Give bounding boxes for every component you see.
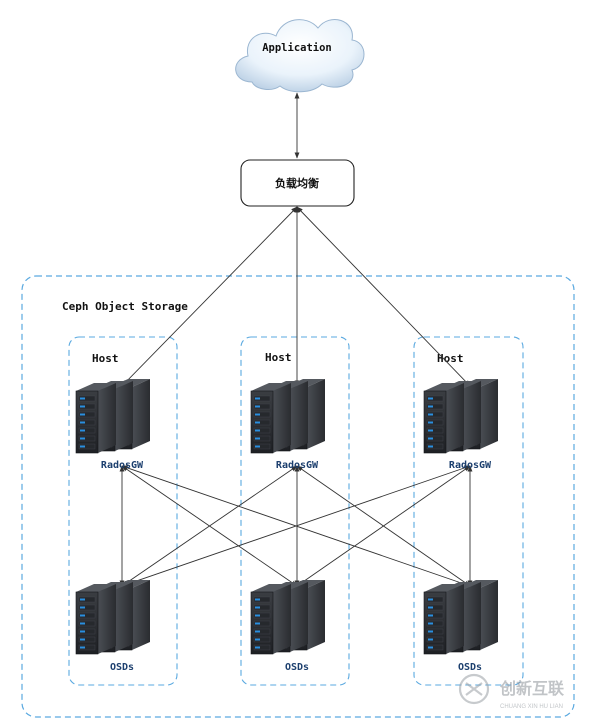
gw3-osd2 [296, 465, 471, 587]
gateway-label-3: RadosGW [449, 460, 492, 471]
gateway-server-icon-3 [423, 379, 498, 454]
gateway-label-2: RadosGW [276, 460, 319, 471]
osd-label-1: OSDs [110, 662, 134, 673]
host-label-2: Host [265, 351, 292, 364]
osd-label-2: OSDs [285, 662, 309, 673]
watermark-title: 创新互联 [499, 679, 564, 698]
watermark-subtitle: CHUANG XIN HU LIAN [500, 704, 563, 710]
osd-server-icon-1 [75, 580, 150, 655]
gateway-label-1: RadosGW [101, 460, 144, 471]
osd-label-3: OSDs [458, 662, 482, 673]
cluster-label: Ceph Object Storage [62, 300, 188, 313]
osd-server-icon-2 [250, 580, 325, 655]
watermark-logo-icon [458, 673, 490, 705]
gateway-server-icon-1 [75, 379, 150, 454]
server-icons [75, 379, 498, 655]
watermark: 创新互联 CHUANG XIN HU LIAN [458, 673, 564, 710]
osd-server-icon-3 [423, 580, 498, 655]
host-label-3: Host [437, 352, 464, 365]
load-balancer-label: 负载均衡 [275, 176, 319, 190]
application-label: Application [262, 42, 332, 54]
lb-gateway-arrow-3 [296, 206, 471, 387]
lb-gateway-arrow-1 [121, 206, 298, 387]
connectors [119, 92, 473, 587]
gateway-server-icon-2 [250, 379, 325, 454]
load-balancer-node: 负载均衡 [240, 159, 355, 207]
host-label-1: Host [92, 352, 119, 365]
application-cloud-icon: Application [235, 19, 365, 93]
